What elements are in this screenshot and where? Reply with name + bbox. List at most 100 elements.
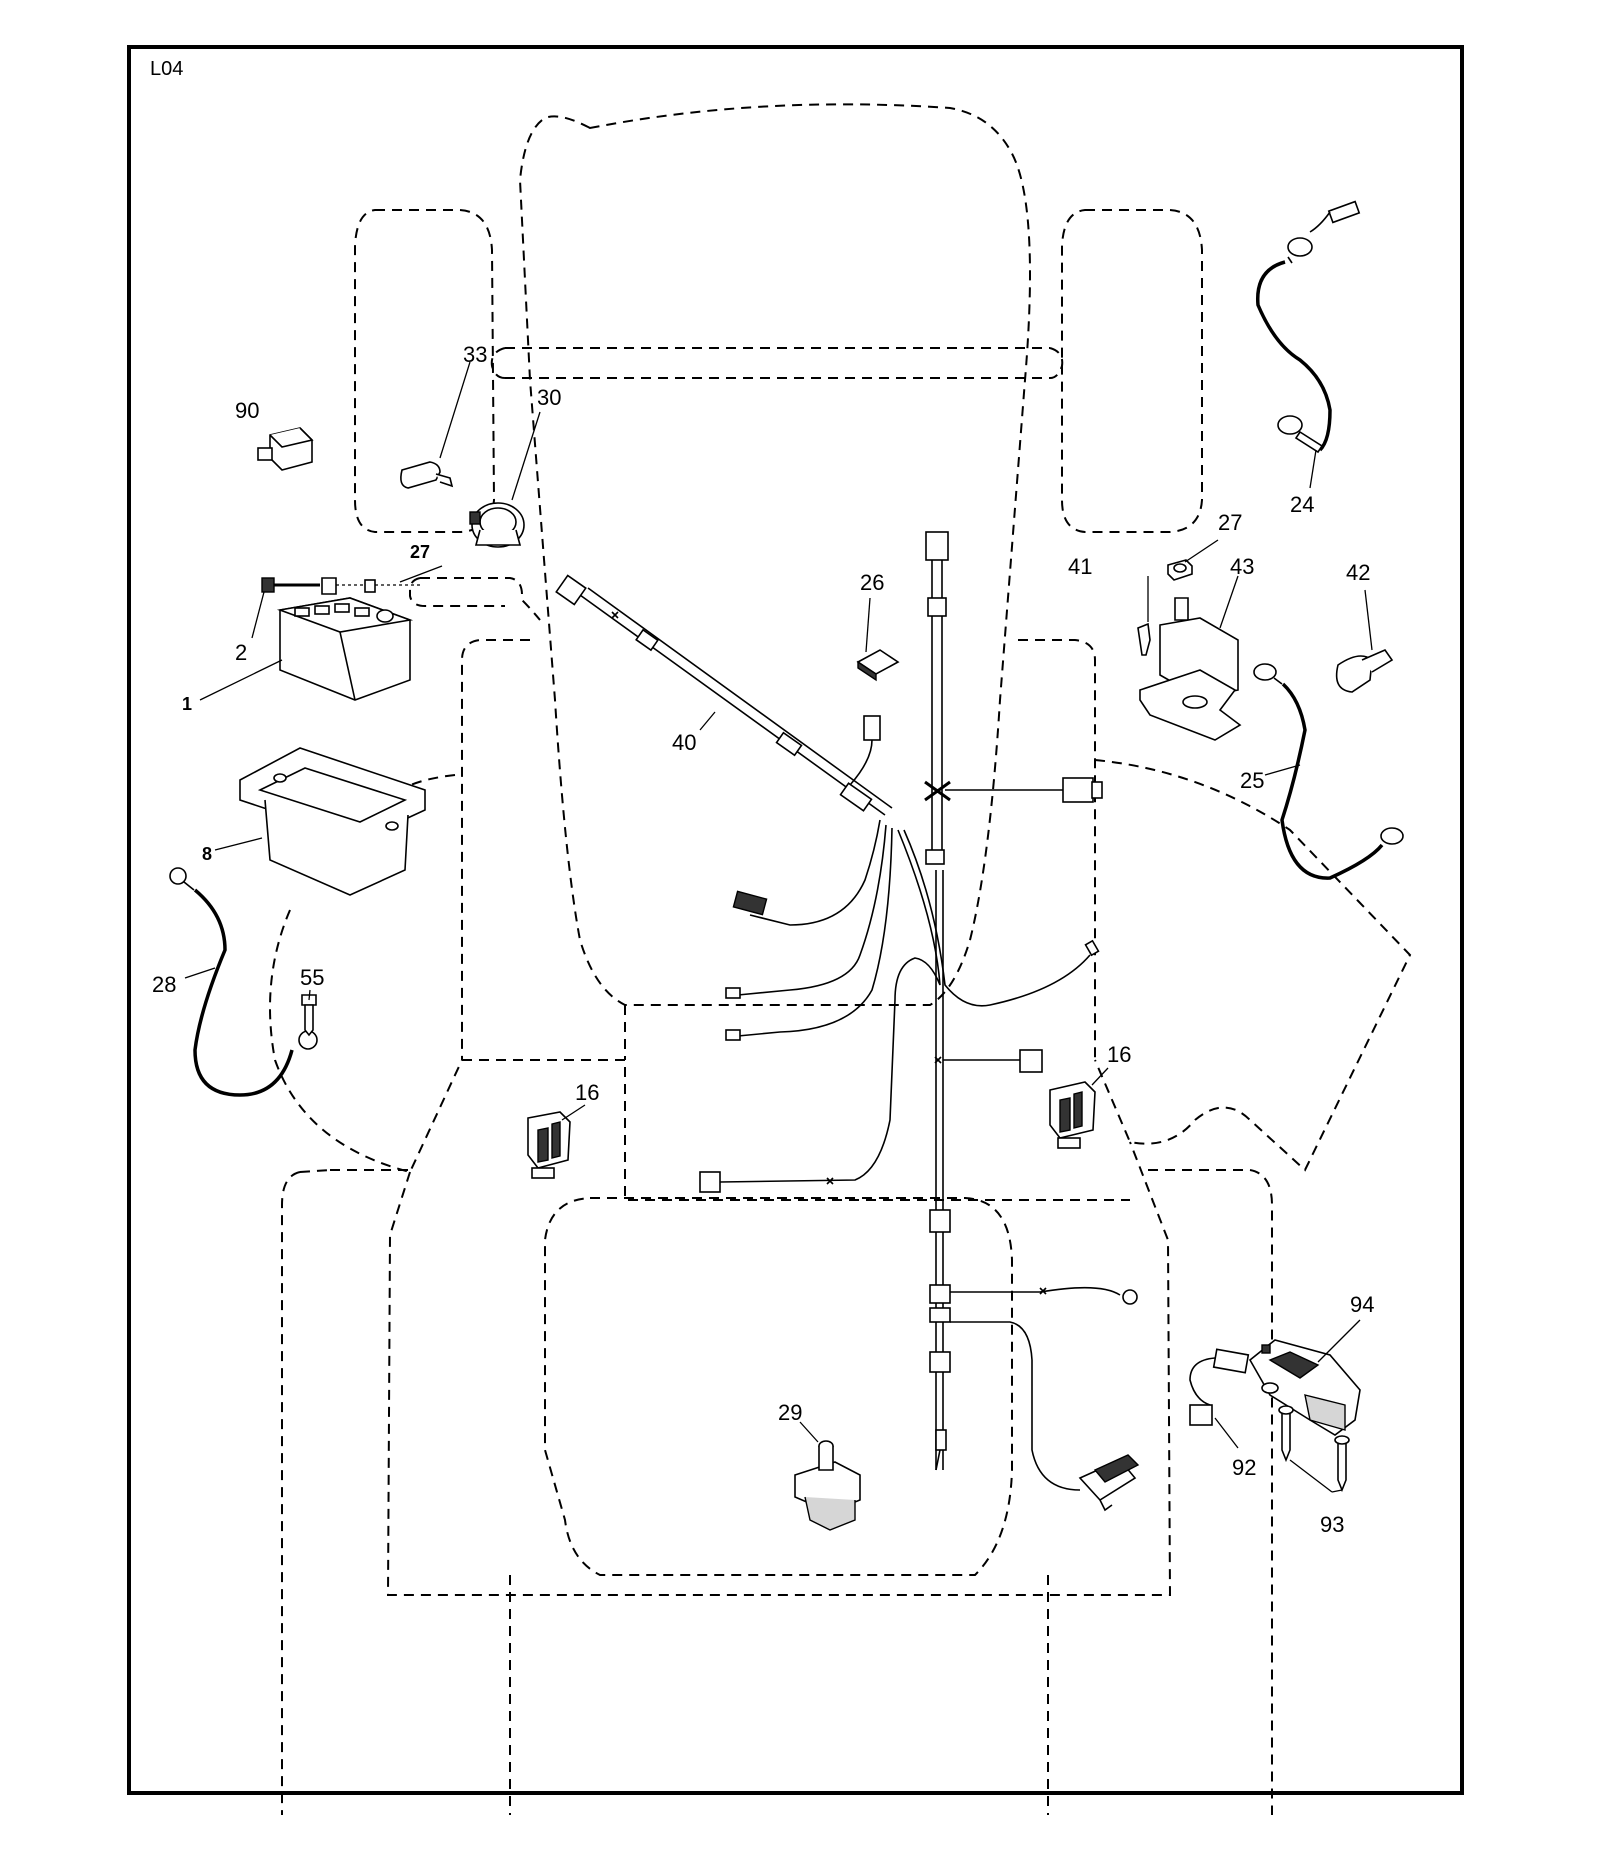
rear-body-outline xyxy=(386,1141,1172,1596)
battery-tab-outline xyxy=(409,577,541,621)
leader-30 xyxy=(511,411,541,501)
harness-sleeve-2 xyxy=(775,731,803,757)
callout-26: 26 xyxy=(860,570,884,595)
rear-trunk-sleeve-1 xyxy=(929,1209,951,1233)
callout-94: 94 xyxy=(1350,1292,1374,1317)
rear-trunk-sleeve-3 xyxy=(929,1307,951,1323)
callout-40: 40 xyxy=(672,730,696,755)
callout-24: 24 xyxy=(1290,492,1314,517)
leader-8 xyxy=(214,837,263,851)
rear-trunk-sleeve-4 xyxy=(929,1351,951,1373)
page-code: L04 xyxy=(150,58,183,80)
leader-27a xyxy=(399,565,443,583)
wiring-harness xyxy=(555,531,1138,1491)
branch-left-1-plug xyxy=(732,890,768,916)
branch-left-switch-connector xyxy=(699,1171,721,1193)
callout-90: 90 xyxy=(235,398,259,423)
part-55-screw xyxy=(301,994,317,1037)
leader-27b xyxy=(1184,539,1219,563)
part-33-key xyxy=(400,461,454,489)
trunk-right-connector-pin xyxy=(1091,781,1103,799)
leader-55 xyxy=(308,989,311,1001)
front-axle-outline xyxy=(490,347,1064,379)
branch-left-3 xyxy=(737,827,893,1037)
leader-29 xyxy=(799,1421,819,1443)
callout-16-left: 16 xyxy=(575,1080,599,1105)
rear-branch-ring xyxy=(950,1286,1121,1296)
leader-1 xyxy=(199,659,283,701)
leader-2 xyxy=(251,591,265,639)
callout-labels: 90 33 30 27 2 1 8 28 55 26 40 24 27 41 4… xyxy=(152,342,1374,1537)
rear-trunk-end-wire xyxy=(935,1449,941,1471)
harness-branch-upper xyxy=(849,739,873,786)
callout-28: 28 xyxy=(152,972,176,997)
part-2-27-bolt-nut xyxy=(261,577,420,595)
harness-diagonal xyxy=(579,587,893,816)
callout-8: 8 xyxy=(202,844,212,864)
leader-33 xyxy=(439,361,471,459)
rear-left-wheel-outline xyxy=(281,1169,511,1815)
branch-left-2 xyxy=(737,824,887,996)
body-frame-outline xyxy=(461,639,1130,1201)
leader-40 xyxy=(699,711,716,731)
seat-switch-bracket xyxy=(1078,1454,1140,1512)
callout-1: 1 xyxy=(182,694,192,714)
rear-trunk-end-plug xyxy=(935,1429,947,1451)
rear-ring-terminal xyxy=(1122,1289,1138,1305)
harness-end-connector xyxy=(555,574,587,606)
callout-33: 33 xyxy=(463,342,487,367)
harness-sleeve-3 xyxy=(839,782,873,812)
trunk-bottom-sleeve xyxy=(925,849,945,865)
callout-55: 55 xyxy=(300,965,324,990)
callout-43: 43 xyxy=(1230,554,1254,579)
leader-28 xyxy=(184,967,216,979)
branch-right-terminal xyxy=(1084,939,1100,957)
trunk-right-connector xyxy=(1062,777,1094,803)
leader-94 xyxy=(1317,1319,1361,1363)
leader-93 xyxy=(1289,1459,1343,1493)
leader-26 xyxy=(865,597,871,653)
leader-16a xyxy=(561,1104,586,1121)
part-1-battery xyxy=(276,597,414,701)
harness-splice-mark xyxy=(611,611,619,619)
rear-trunk-switch-connector xyxy=(1019,1049,1043,1073)
part-25-cable xyxy=(1253,663,1404,880)
part-90-switch xyxy=(257,427,314,471)
leader-43 xyxy=(1219,575,1239,629)
callout-42: 42 xyxy=(1346,560,1370,585)
part-42-terminal-cap xyxy=(1335,649,1394,693)
leader-24 xyxy=(1309,449,1317,489)
hood-outline xyxy=(518,103,1031,1006)
part-29-relay xyxy=(794,1440,861,1531)
callout-41: 41 xyxy=(1068,554,1092,579)
part-26-fuse xyxy=(856,649,900,682)
part-24-cable xyxy=(1256,200,1361,454)
callout-30: 30 xyxy=(537,385,561,410)
leader-42 xyxy=(1364,589,1373,651)
branch-left-3-terminal xyxy=(725,1029,741,1041)
rear-trunk-sleeve-2 xyxy=(929,1284,951,1304)
callout-92: 92 xyxy=(1232,1455,1256,1480)
callout-27-bolt: 27 xyxy=(410,542,430,562)
diagram-frame xyxy=(127,45,1464,1795)
front-right-wheel-outline xyxy=(1061,209,1203,533)
callout-2: 2 xyxy=(235,640,247,665)
part-94-module xyxy=(1248,1339,1361,1436)
trunk-top-connector xyxy=(925,531,949,561)
part-43-solenoid xyxy=(1137,559,1242,741)
seat-outline xyxy=(544,1197,1013,1576)
branch-left-2-terminal xyxy=(725,987,741,999)
front-left-wheel-outline xyxy=(354,209,496,533)
harness-branch-connector xyxy=(863,715,881,741)
rear-right-wheel-outline xyxy=(1047,1169,1273,1815)
rear-branch-seat-switch xyxy=(950,1321,1081,1491)
part-30-ignition-switch xyxy=(469,502,525,548)
callout-93: 93 xyxy=(1320,1512,1344,1537)
part-93-screws xyxy=(1278,1405,1350,1493)
branch-left-1 xyxy=(749,819,881,926)
leader-25 xyxy=(1264,764,1301,776)
rear-trunk-splice-1 xyxy=(934,1056,942,1064)
callout-29: 29 xyxy=(778,1400,802,1425)
